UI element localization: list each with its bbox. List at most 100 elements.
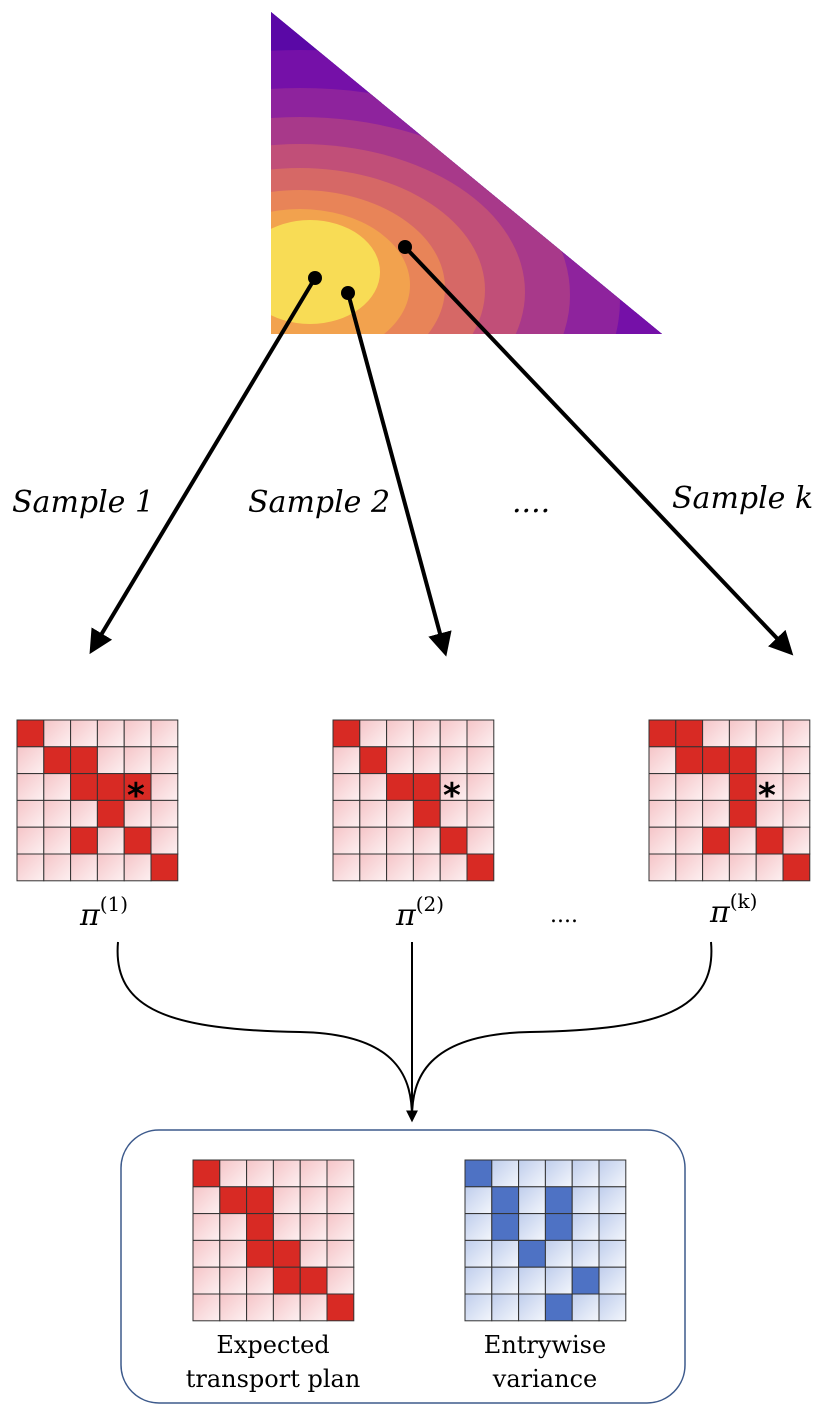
merge-curve-left bbox=[116, 941, 413, 1119]
plan1-cell-2-4 bbox=[123, 773, 152, 801]
variance-cell-3-3 bbox=[544, 1239, 573, 1268]
expected-cell-4-0 bbox=[192, 1266, 221, 1295]
expected-cell-4-3 bbox=[272, 1266, 301, 1295]
variance-cell-1-4 bbox=[571, 1186, 600, 1215]
variance-cell-4-1 bbox=[491, 1266, 520, 1295]
plan2-cell-2-5 bbox=[466, 773, 495, 801]
plank-cell-0-0 bbox=[648, 719, 677, 748]
plan2-cell-3-1 bbox=[359, 799, 388, 828]
plank-cell-0-5 bbox=[782, 719, 811, 748]
plank-cell-5-3 bbox=[728, 853, 757, 882]
plan2-cell-0-0 bbox=[332, 719, 361, 748]
plank-cell-1-1 bbox=[675, 746, 704, 775]
merge-curve-right bbox=[411, 941, 713, 1119]
variance-cell-1-1 bbox=[491, 1186, 520, 1215]
plan1-cell-2-2 bbox=[70, 773, 98, 801]
plan1-cell-5-5 bbox=[150, 853, 179, 882]
plan1-cell-3-2 bbox=[70, 799, 98, 828]
plan2-cell-2-1 bbox=[359, 773, 388, 801]
plan2-cell-2-2 bbox=[386, 773, 414, 801]
plank-cell-0-3 bbox=[728, 719, 757, 748]
expected-cell-0-4 bbox=[299, 1159, 328, 1188]
plan2-cell-5-2 bbox=[386, 853, 414, 882]
plank-cell-2-1 bbox=[675, 773, 704, 801]
plan1-cell-0-4 bbox=[123, 719, 152, 748]
plan1-cell-5-0 bbox=[16, 853, 45, 882]
variance-caption-line1: Entrywise bbox=[484, 1331, 606, 1359]
plank-cell-4-4 bbox=[755, 826, 784, 855]
plank-cell-1-2 bbox=[702, 746, 730, 775]
expected-cell-3-3 bbox=[272, 1239, 301, 1268]
plan2-cell-5-3 bbox=[412, 853, 441, 882]
plan2-cell-4-1 bbox=[359, 826, 388, 855]
variance-cell-5-5 bbox=[598, 1293, 627, 1322]
plan-label-k: π(k) bbox=[709, 889, 757, 930]
plank-cell-4-3 bbox=[728, 826, 757, 855]
variance-caption-line2: variance bbox=[492, 1365, 597, 1393]
variance-cell-2-3 bbox=[544, 1213, 573, 1241]
plan2-cell-2-3 bbox=[412, 773, 441, 801]
variance-cell-3-5 bbox=[598, 1239, 627, 1268]
variance-cell-2-1 bbox=[491, 1213, 520, 1241]
plans-ellipsis: .... bbox=[550, 903, 578, 928]
plan1-cell-4-3 bbox=[96, 826, 125, 855]
variance-cell-2-0 bbox=[464, 1213, 493, 1241]
expected-cell-0-0 bbox=[192, 1159, 221, 1188]
expected-cell-4-2 bbox=[246, 1266, 274, 1295]
expected-cell-4-5 bbox=[326, 1266, 355, 1295]
expected-cell-2-0 bbox=[192, 1213, 221, 1241]
plank-cell-3-2 bbox=[702, 799, 730, 828]
variance-cell-0-0 bbox=[464, 1159, 493, 1188]
expected-transport-plan-grid bbox=[192, 1159, 355, 1322]
arrow-sample-1 bbox=[89, 276, 317, 655]
expected-caption-line2: transport plan bbox=[186, 1365, 361, 1393]
plan2-cell-1-5 bbox=[466, 746, 495, 775]
expected-cell-0-1 bbox=[219, 1159, 248, 1188]
variance-cell-3-2 bbox=[518, 1239, 546, 1268]
plan2-cell-3-4 bbox=[439, 799, 468, 828]
expected-cell-1-1 bbox=[219, 1186, 248, 1215]
expected-cell-0-3 bbox=[272, 1159, 301, 1188]
variance-cell-0-5 bbox=[598, 1159, 627, 1188]
variance-cell-0-3 bbox=[544, 1159, 573, 1188]
plan1-cell-0-0 bbox=[16, 719, 45, 748]
variance-cell-2-2 bbox=[518, 1213, 546, 1241]
plan1-cell-1-5 bbox=[150, 746, 179, 775]
variance-cell-4-3 bbox=[544, 1266, 573, 1295]
plan2-cell-4-0 bbox=[332, 826, 361, 855]
plan1-cell-5-2 bbox=[70, 853, 98, 882]
plank-cell-1-4 bbox=[755, 746, 784, 775]
marker-star-k: * bbox=[758, 776, 776, 816]
plan2-cell-1-1 bbox=[359, 746, 388, 775]
plank-cell-0-4 bbox=[755, 719, 784, 748]
marker-star-2: * bbox=[443, 776, 461, 816]
plan2-cell-4-5 bbox=[466, 826, 495, 855]
plan1-cell-0-5 bbox=[150, 719, 179, 748]
plan2-cell-0-2 bbox=[386, 719, 414, 748]
sample-label-ellipsis: .... bbox=[512, 485, 550, 520]
plan1-cell-4-4 bbox=[123, 826, 152, 855]
plan2-cell-1-4 bbox=[439, 746, 468, 775]
entrywise-variance-grid bbox=[464, 1159, 627, 1322]
expected-cell-1-0 bbox=[192, 1186, 221, 1215]
sample-label-k: Sample k bbox=[672, 481, 813, 516]
plan1-cell-3-0 bbox=[16, 799, 45, 828]
plan1-cell-4-1 bbox=[43, 826, 72, 855]
expected-cell-3-0 bbox=[192, 1239, 221, 1268]
expected-cell-0-5 bbox=[326, 1159, 355, 1188]
plank-cell-4-2 bbox=[702, 826, 730, 855]
plank-cell-1-3 bbox=[728, 746, 757, 775]
plan2-cell-4-3 bbox=[412, 826, 441, 855]
plan1-cell-1-3 bbox=[96, 746, 125, 775]
plank-cell-5-5 bbox=[782, 853, 811, 882]
plank-cell-5-1 bbox=[675, 853, 704, 882]
expected-cell-2-5 bbox=[326, 1213, 355, 1241]
plank-cell-2-2 bbox=[702, 773, 730, 801]
sample-label-1: Sample 1 bbox=[12, 485, 154, 520]
plan2-cell-2-4 bbox=[439, 773, 468, 801]
plan1-cell-0-3 bbox=[96, 719, 125, 748]
plank-cell-2-3 bbox=[728, 773, 757, 801]
plank-cell-2-0 bbox=[648, 773, 677, 801]
variance-cell-1-0 bbox=[464, 1186, 493, 1215]
